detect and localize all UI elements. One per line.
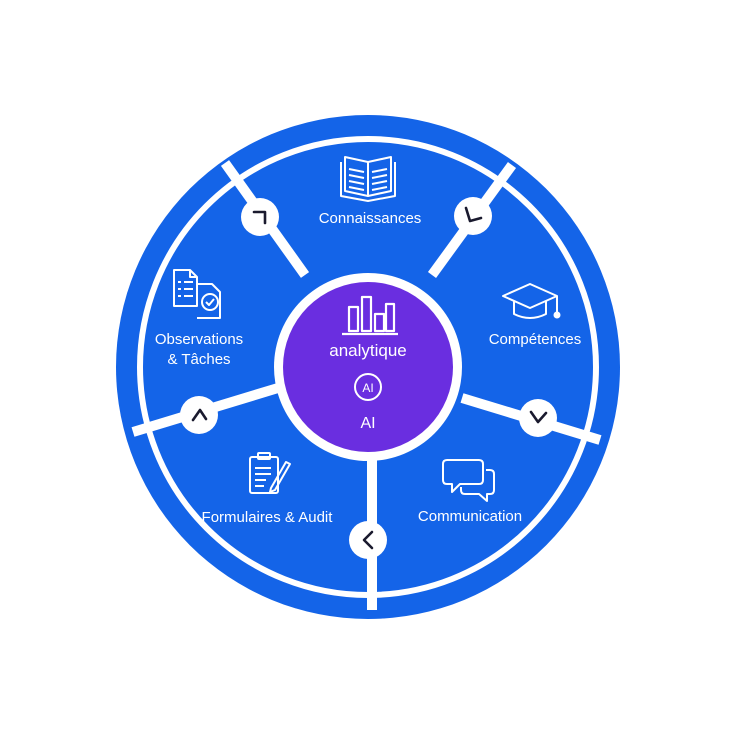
segment-competences: Compétences [489,283,582,348]
connector-left [180,396,218,434]
ai-badge-text: AI [362,381,373,395]
segment-formulaires: Formulaires & Audit [202,452,334,526]
segment-connaissances: Connaissances [319,156,422,227]
arrow-up-left-icon [191,408,208,422]
center-disc [283,282,453,452]
clipboard-form-icon [249,452,291,494]
arrow-up-right-icon [252,210,267,225]
open-book-icon [340,156,396,202]
arrow-down-right-icon [529,410,548,424]
segment-formulaires-label: Formulaires & Audit [202,509,334,526]
graduation-cap-icon [502,283,561,319]
segment-communication: Communication [418,459,522,525]
segment-competences-label: Compétences [489,331,582,348]
chat-bubbles-icon [442,459,495,502]
connector-top-right [454,197,492,235]
segment-connaissances-label: Connaissances [319,210,422,227]
document-check-icon [173,269,221,319]
connector-bottom [349,521,387,559]
ai-badge-icon: AI [354,373,382,401]
segment-communication-label: Communication [418,508,522,525]
center-ai-label: AI [360,415,375,432]
arrow-down-right-icon [464,206,483,223]
bar-chart-icon [342,295,398,336]
segment-observations-label-1: Observations [155,331,243,348]
center-title: analytique [329,341,407,360]
segment-observations: Observations & Tâches [155,269,243,368]
connector-right [519,399,557,437]
connector-top-left [241,198,279,236]
segment-observations-label-2: & Tâches [167,351,230,368]
arrow-left-icon [362,530,374,550]
